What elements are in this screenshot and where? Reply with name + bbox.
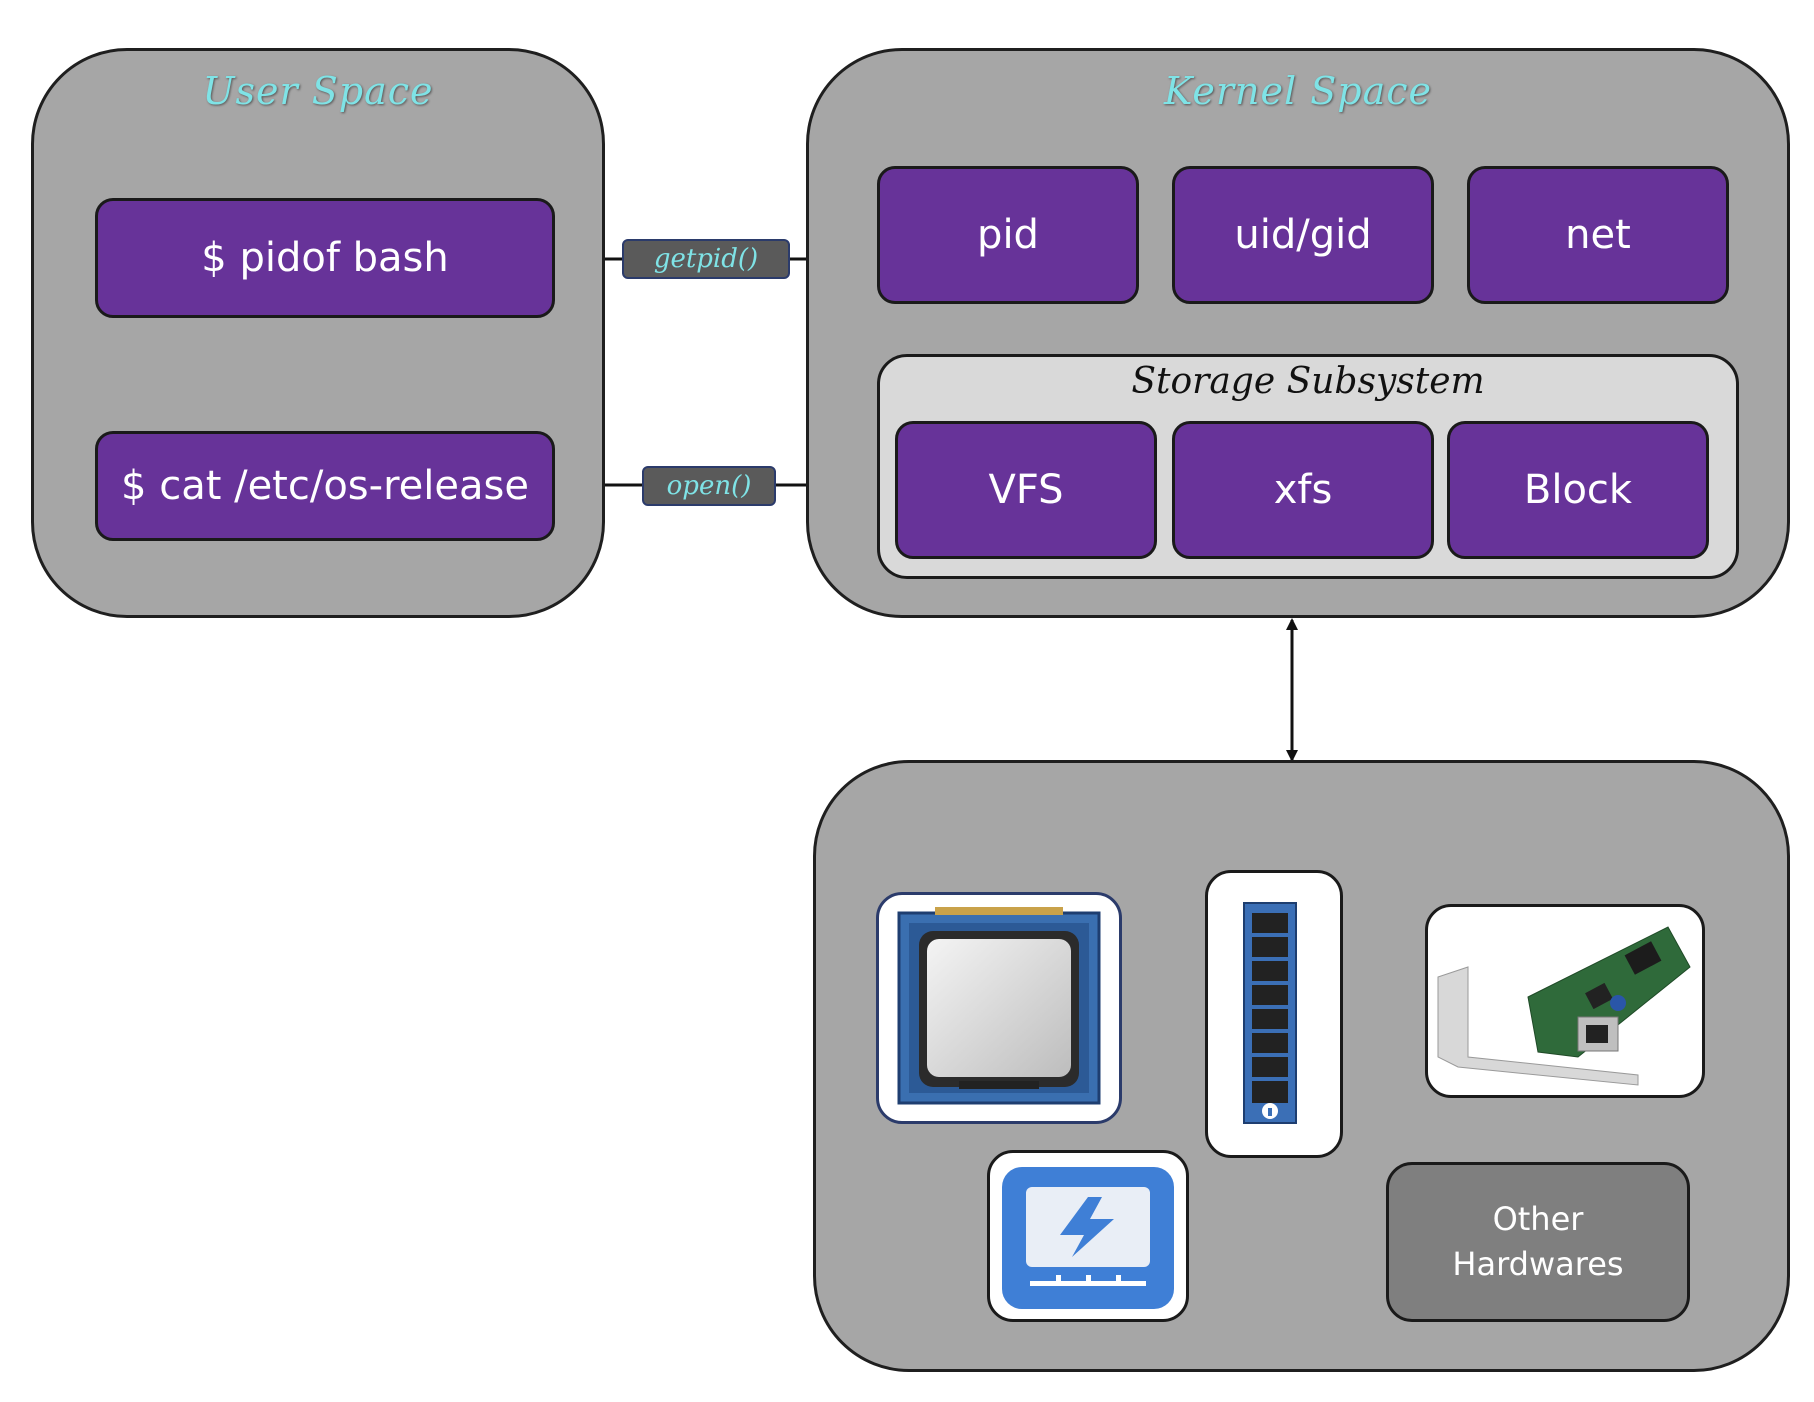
ram-icon <box>1243 902 1297 1124</box>
block-box: Block <box>1447 421 1709 559</box>
user-space-title: User Space <box>202 69 434 113</box>
cpu-card <box>876 892 1122 1124</box>
cpu-icon <box>897 907 1101 1105</box>
pid-box: pid <box>877 166 1139 304</box>
ssd-card <box>987 1150 1189 1322</box>
cat-command-box: $ cat /etc/os-release <box>95 431 555 541</box>
network-card <box>1425 904 1705 1098</box>
ssd-icon <box>1002 1167 1174 1309</box>
xfs-box: xfs <box>1172 421 1434 559</box>
storage-subsystem-title: Storage Subsystem <box>1131 361 1485 402</box>
uid-gid-box: uid/gid <box>1172 166 1434 304</box>
open-syscall-label: open() <box>642 466 776 506</box>
pidof-command-box: $ pidof bash <box>95 198 555 318</box>
getpid-syscall-label: getpid() <box>622 239 790 279</box>
net-box: net <box>1467 166 1729 304</box>
other-hardwares-box: Other Hardwares <box>1386 1162 1690 1322</box>
vfs-box: VFS <box>895 421 1157 559</box>
other-hardwares-line2: Hardwares <box>1452 1245 1624 1283</box>
ram-card <box>1205 870 1343 1158</box>
kernel-space-title: Kernel Space <box>1164 69 1432 113</box>
network-card-icon <box>1437 926 1691 1086</box>
other-hardwares-line1: Other <box>1492 1200 1584 1239</box>
